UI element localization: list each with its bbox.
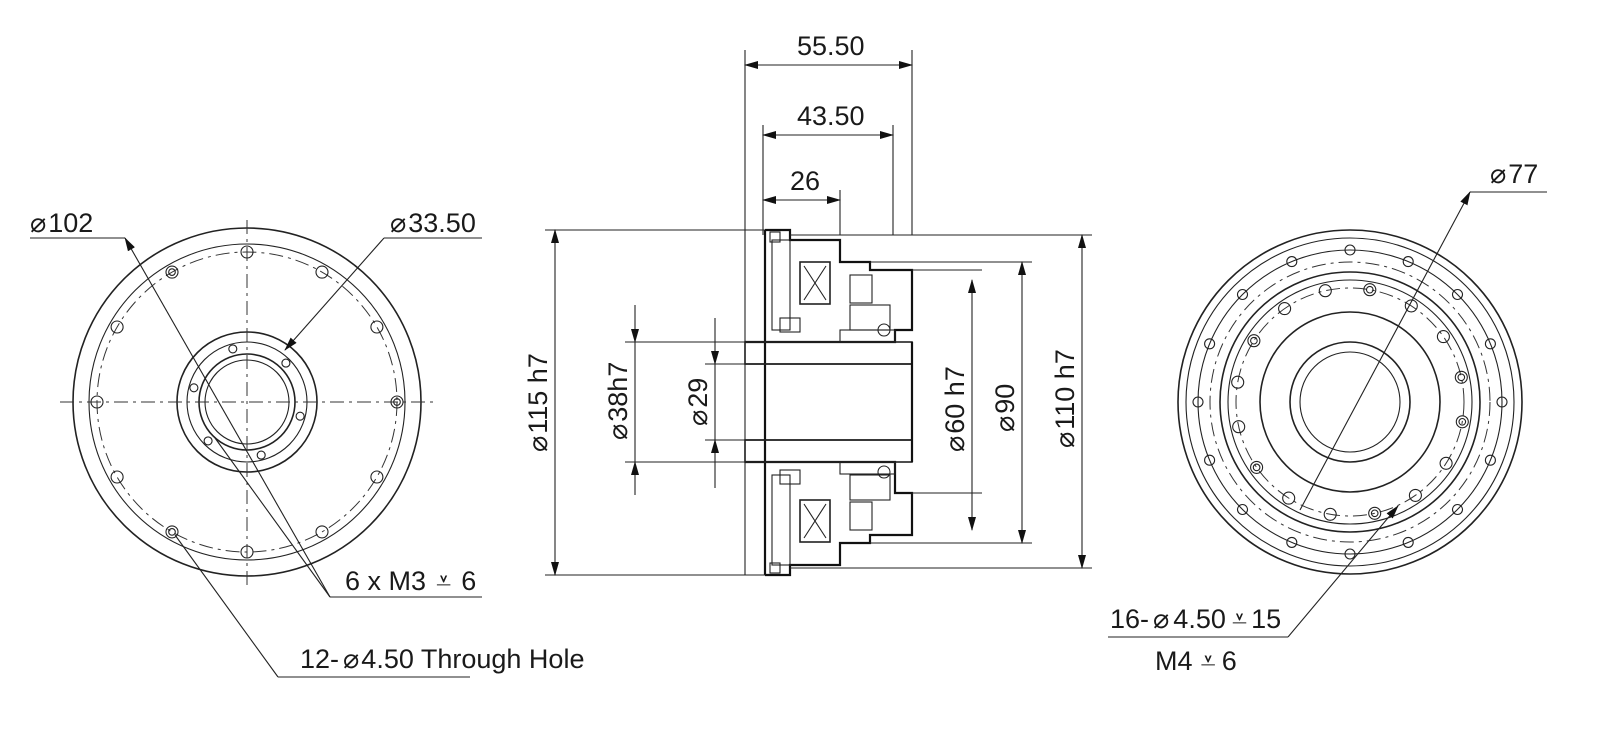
- hole: [110, 320, 124, 334]
- hole: [90, 395, 104, 409]
- hole: [1236, 288, 1249, 301]
- hole: [1344, 244, 1356, 256]
- dia-102-label: ⌀102: [30, 208, 93, 238]
- hole-thread: [168, 528, 176, 536]
- hole: [1250, 460, 1264, 474]
- hole: [1363, 283, 1377, 297]
- hole: [1282, 491, 1296, 505]
- hole: [1404, 299, 1418, 313]
- hole: [315, 265, 329, 279]
- hole: [390, 395, 404, 409]
- length-26-label: 26: [790, 166, 820, 196]
- hole: [240, 545, 254, 559]
- hole: [256, 450, 266, 460]
- through-holes-label: 12-⌀4.50 Through Hole: [300, 644, 584, 674]
- dia-29-label: ⌀29: [683, 378, 713, 426]
- dia-60-label: ⌀60 h7: [940, 366, 970, 452]
- length-55-label: 55.50: [797, 31, 865, 61]
- hole: [1439, 456, 1453, 470]
- bolt-circle: [96, 251, 398, 553]
- length-43-label: 43.50: [797, 101, 865, 131]
- hole: [1286, 536, 1298, 548]
- hole: [295, 411, 305, 421]
- dia-33-label: ⌀33.50: [390, 208, 476, 238]
- hole: [1451, 503, 1464, 516]
- inner-holes: [1231, 283, 1469, 521]
- hole: [1454, 370, 1468, 384]
- hole-thread: [168, 268, 176, 276]
- hole: [1402, 256, 1414, 268]
- hole: [1323, 507, 1337, 521]
- hole-thread: [393, 398, 401, 406]
- hole: [1278, 302, 1292, 316]
- hole: [1408, 488, 1422, 502]
- hole: [1192, 396, 1204, 408]
- right-holes-label: 16-⌀4.50⩡15: [1110, 604, 1281, 634]
- hole: [1318, 284, 1332, 298]
- hole: [1232, 420, 1246, 434]
- hole-thread: [1370, 509, 1379, 518]
- hole-thread: [1458, 417, 1467, 426]
- dia-110-label: ⌀110 h7: [1050, 349, 1080, 448]
- hole: [1484, 454, 1496, 466]
- section-view: 55.50 43.50 26: [523, 31, 1092, 577]
- hole: [1484, 338, 1496, 350]
- hole: [1286, 256, 1298, 268]
- hole: [315, 525, 329, 539]
- hole: [1402, 536, 1414, 548]
- hole: [165, 525, 179, 539]
- hole-thread: [1250, 336, 1258, 345]
- hole: [1436, 330, 1450, 344]
- dia-77-label: ⌀77: [1490, 159, 1538, 189]
- hole: [165, 265, 179, 279]
- hole: [1368, 506, 1382, 520]
- dia-115-label: ⌀115 h7: [523, 353, 553, 452]
- tapped-holes-label: 6 x M3⩡6: [345, 566, 476, 596]
- hole: [281, 358, 291, 368]
- tapped-holes: [189, 344, 305, 460]
- hole: [1344, 548, 1356, 560]
- left-end-view: ⌀102 ⌀33.50 6 x M3⩡6 12-⌀4.50 Through Ho…: [30, 208, 584, 678]
- hole: [1247, 334, 1261, 348]
- hole-thread: [1252, 463, 1261, 472]
- hole: [110, 470, 124, 484]
- through-holes: [90, 245, 404, 559]
- hole: [370, 470, 384, 484]
- right-end-view: ⌀77 16-⌀4.50⩡15 M4⩡6: [1108, 159, 1547, 676]
- hole: [240, 245, 254, 259]
- dia-38-label: ⌀38h7: [603, 362, 633, 440]
- hole-thread: [1365, 285, 1374, 294]
- dia-90-label: ⌀90: [990, 384, 1020, 432]
- hole: [1455, 415, 1469, 429]
- hole: [203, 436, 213, 446]
- hole-thread: [1457, 373, 1466, 382]
- hole: [370, 320, 384, 334]
- hole: [1231, 375, 1245, 389]
- hole: [1204, 338, 1216, 350]
- hole: [1236, 503, 1249, 516]
- hole: [228, 344, 238, 354]
- right-thread-label: M4⩡6: [1155, 646, 1237, 676]
- hole: [1451, 288, 1464, 301]
- hole: [189, 383, 199, 393]
- hole: [1496, 396, 1508, 408]
- hole: [1204, 454, 1216, 466]
- outer-holes: [1192, 244, 1508, 560]
